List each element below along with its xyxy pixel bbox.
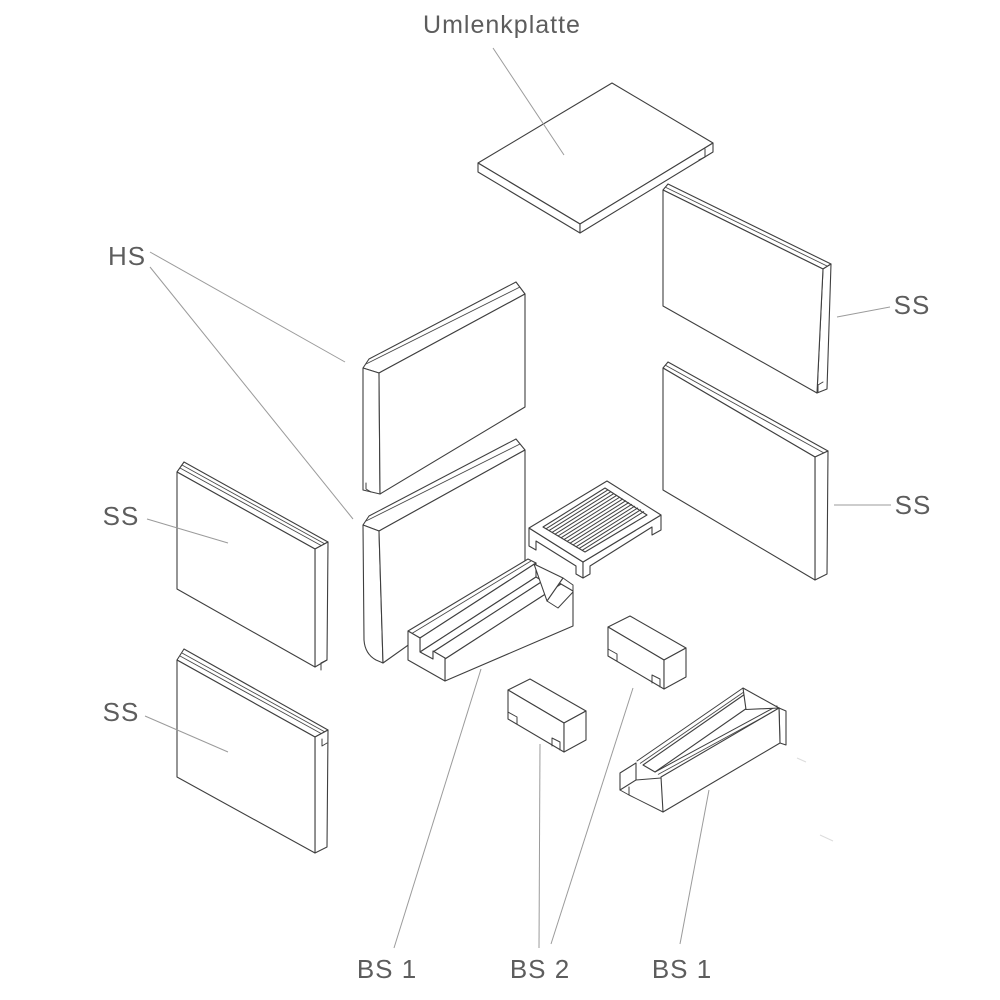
faint-artifacts (796, 757, 834, 842)
label-bs2: BS 2 (509, 954, 571, 984)
label-bs1-left: BS 1 (356, 954, 418, 984)
label-hs: HS (107, 241, 147, 271)
label-umlenkplatte: Umlenkplatte (423, 11, 581, 39)
deflector-plate (477, 82, 714, 234)
ss-plate-right-upper (662, 183, 832, 394)
bs2-brick-lower (507, 678, 587, 753)
ss-plate-right-lower (662, 361, 829, 581)
grate-slats (545, 489, 645, 551)
bs1-channel-right (619, 687, 787, 813)
bs2-brick-upper (607, 615, 687, 690)
hs-plate-upper (362, 281, 526, 495)
leader-lines (144, 47, 891, 949)
ss-plate-left-upper (176, 461, 329, 671)
label-bs1-right: BS 1 (651, 954, 713, 984)
label-ss-right-lower: SS (894, 490, 932, 520)
fire-grate (528, 480, 662, 579)
label-ss-left-upper: SS (102, 501, 140, 531)
bs1-channel-left (407, 558, 574, 682)
ss-plate-left-lower (176, 648, 329, 854)
label-ss-right-upper: SS (893, 290, 931, 320)
label-ss-left-lower: SS (102, 697, 140, 727)
